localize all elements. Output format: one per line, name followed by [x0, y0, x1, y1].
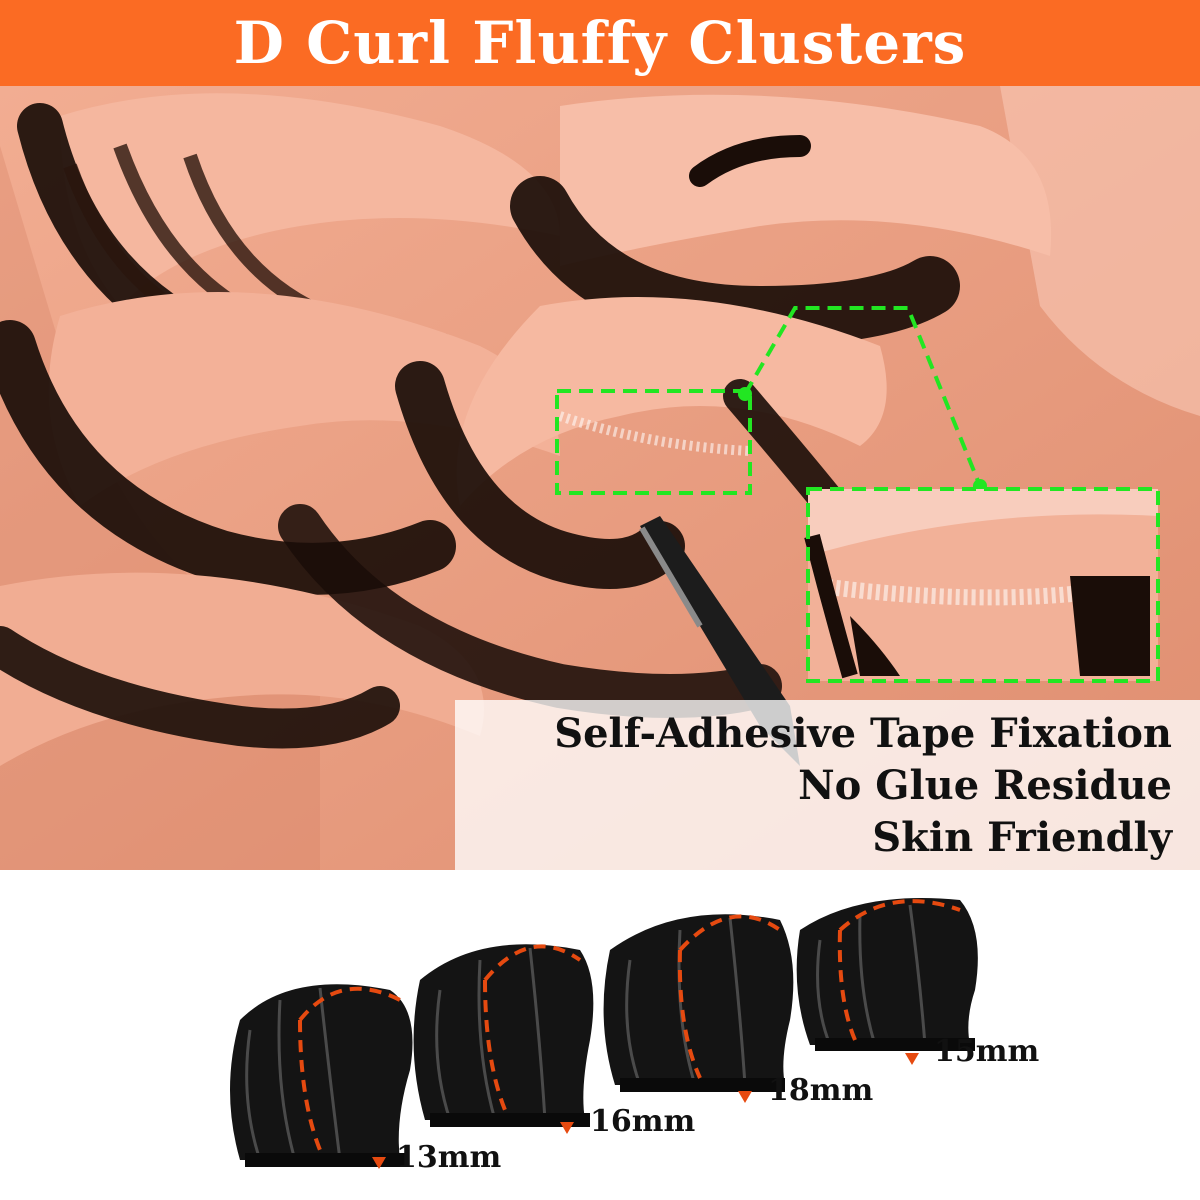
feature-line-2: No Glue Residue [798, 762, 1172, 809]
lash-cluster-16mm [413, 944, 594, 1127]
lash-tray-photo [0, 86, 1200, 870]
zoom-highlight [555, 306, 1160, 683]
banner-title: D Curl Fluffy Clusters [233, 9, 967, 77]
length-marker-18mm [738, 1091, 752, 1103]
feature-caption-panel: Self-Adhesive Tape Fixation No Glue Resi… [455, 700, 1200, 870]
length-label-13mm: 13mm [396, 1140, 502, 1175]
title-banner: D Curl Fluffy Clusters [0, 0, 1200, 86]
length-label-16mm: 16mm [590, 1104, 696, 1139]
lash-clusters-illustration [230, 898, 978, 1167]
length-label-18mm: 18mm [768, 1073, 874, 1108]
length-marker-13mm [372, 1157, 386, 1169]
lash-cluster-13mm [230, 984, 413, 1167]
feature-line-3: Skin Friendly [872, 814, 1172, 861]
length-label-15mm: 15mm [934, 1034, 1040, 1069]
length-marker-15mm [905, 1053, 919, 1065]
lash-clusters-section: 13mm 16mm 18mm 15mm [0, 870, 1200, 1200]
lash-tray-illustration [0, 86, 1200, 870]
lash-cluster-15mm [796, 898, 978, 1051]
feature-line-1: Self-Adhesive Tape Fixation [554, 710, 1172, 757]
lash-strip-center [395, 297, 887, 589]
length-marker-16mm [560, 1122, 574, 1134]
lash-cluster-18mm [603, 914, 794, 1092]
lash-strip-lower [0, 504, 782, 766]
